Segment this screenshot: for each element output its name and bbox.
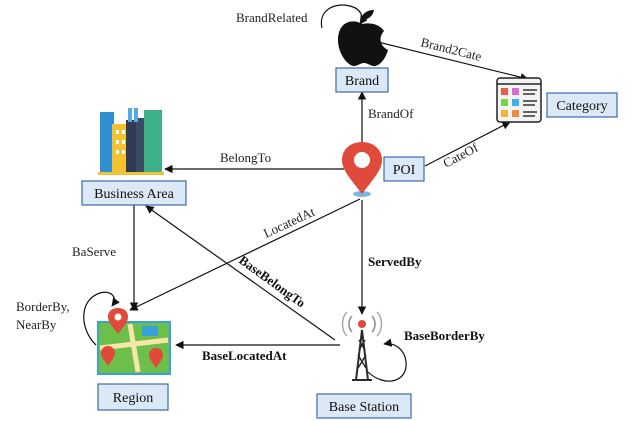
label-cate-of: CateOf	[440, 139, 481, 170]
apple-logo-icon	[338, 10, 388, 66]
label-base-located-at: BaseLocatedAt	[202, 348, 287, 363]
antenna-tower-icon	[341, 311, 383, 381]
edge-located-at	[129, 198, 361, 311]
label-border-by-line2: NearBy	[16, 317, 57, 332]
label-served-by: ServedBy	[368, 254, 422, 269]
city-buildings-icon	[98, 108, 164, 175]
node-brand-label: Brand	[345, 74, 379, 89]
map-region-icon	[97, 308, 171, 375]
node-poi-label: POI	[393, 163, 416, 178]
edge-brand2cate	[377, 41, 529, 82]
node-brand: Brand	[335, 67, 389, 93]
label-border-by-line1: BorderBy,	[16, 299, 70, 314]
label-belong-to: BelongTo	[220, 150, 271, 165]
node-category-label: Category	[556, 99, 607, 114]
edge-brand-related	[320, 4, 368, 29]
node-region: Region	[97, 383, 169, 411]
label-located-at: LocatedAt	[261, 204, 317, 241]
edge-border-by	[83, 291, 120, 346]
edge-base-border-by	[367, 338, 407, 382]
node-region-label: Region	[113, 391, 153, 406]
node-business-area-label: Business Area	[94, 187, 175, 202]
label-base-border-by: BaseBorderBy	[404, 328, 485, 343]
node-business-area: Business Area	[81, 180, 187, 206]
node-poi: POI	[383, 156, 425, 182]
node-base-station-label: Base Station	[329, 400, 399, 415]
label-brand-related: BrandRelated	[236, 10, 308, 25]
node-base-station: Base Station	[316, 393, 412, 419]
node-category: Category	[546, 92, 618, 118]
category-grid-icon	[496, 77, 542, 123]
edge-cate-of	[424, 121, 511, 167]
edge-base-belong-to	[145, 205, 336, 341]
label-ba-serve: BaServe	[72, 244, 116, 259]
label-base-belong-to: BaseBelongTo	[236, 252, 308, 310]
label-brand-of: BrandOf	[368, 106, 414, 121]
map-pin-icon	[342, 142, 382, 197]
